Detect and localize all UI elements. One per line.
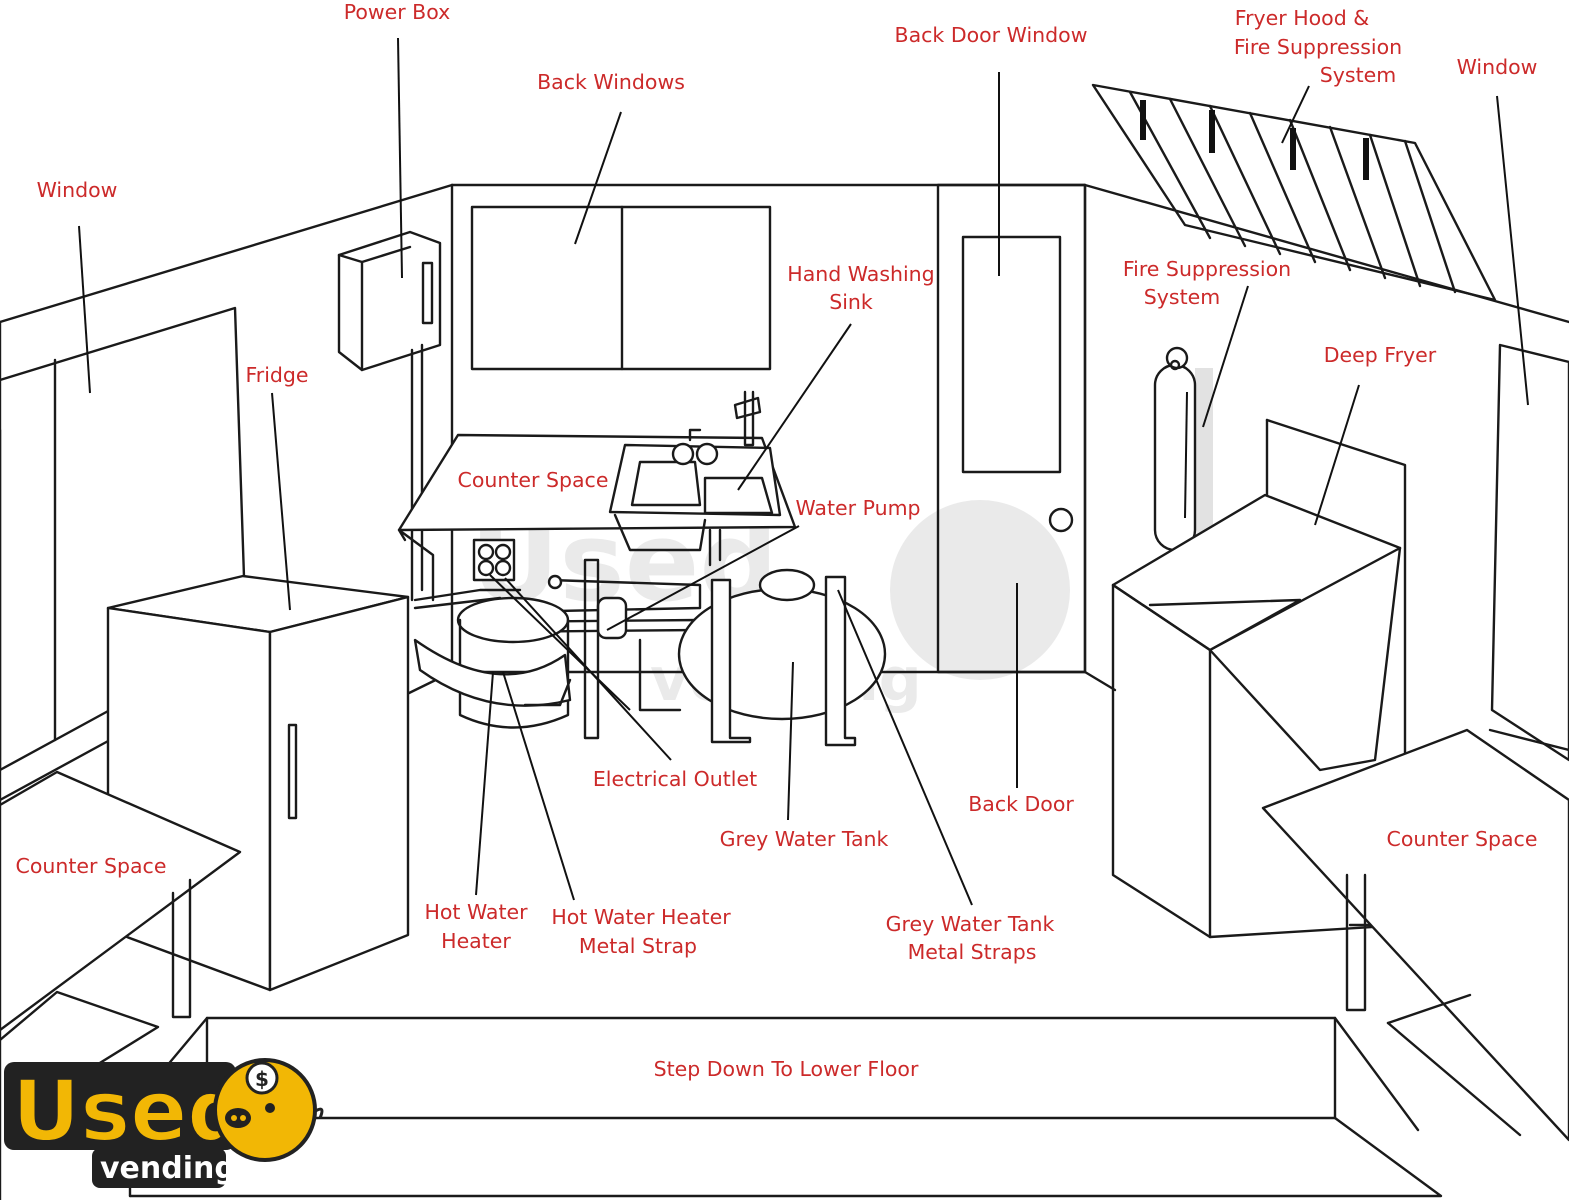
logo-used-text: Used [12,1062,247,1160]
label-counter-space-left: Counter Space [16,854,167,878]
back-windows [470,205,772,371]
fryer-hood-frame [1091,83,1497,302]
label-counter-space-right: Counter Space [1387,827,1538,851]
label-hot-water-heater-strap-line2: Metal Strap [579,934,697,958]
label-window-left: Window [37,178,118,202]
fridge [106,574,410,992]
label-power-box: Power Box [344,0,451,24]
electrical-outlet [472,538,516,582]
label-water-pump: Water Pump [795,496,920,520]
labels: Power Box Back Windows Back Door Window … [16,0,1538,1081]
used-vending-logo: Used vending $ [4,1058,324,1188]
label-fryer-hood-line3: System [1320,63,1396,87]
label-back-door: Back Door [968,792,1074,816]
back-door-frame [936,183,1087,674]
logo-coin-icon [245,1061,279,1095]
watermark-coin [890,500,1070,680]
label-grey-water-tank: Grey Water Tank [720,827,889,851]
door-knob-icon [1048,507,1074,533]
logo-vending-text: vending [100,1151,236,1186]
label-electrical-outlet: Electrical Outlet [593,767,757,791]
label-fire-suppression-line1: Fire Suppression [1123,257,1291,281]
label-hand-washing-sink-line1: Hand Washing [787,262,934,286]
label-deep-fryer: Deep Fryer [1324,343,1437,367]
label-fryer-hood-line1: Fryer Hood & [1235,6,1369,30]
label-fire-suppression-line2: System [1144,285,1220,309]
logo-dollar-icon: $ [255,1067,269,1091]
right-counter [1261,728,1569,1142]
back-counter [397,390,797,602]
back-door [936,183,1087,674]
fire-suppression-tank [1153,346,1213,552]
left-wall-top [0,183,454,324]
label-step-down: Step Down To Lower Floor [654,1057,919,1081]
label-hot-water-heater-line1: Hot Water [424,900,528,924]
label-grey-water-tank-straps-line2: Metal Straps [908,940,1037,964]
label-fryer-hood-line2: Fire Suppression [1234,35,1402,59]
right-window [1490,343,1569,762]
label-hot-water-heater-line2: Heater [441,929,511,953]
fryer-hood [1091,83,1497,302]
step-down [128,1016,1443,1198]
label-back-door-window: Back Door Window [895,23,1088,47]
back-door-window [961,235,1062,474]
label-fridge: Fridge [245,363,308,387]
hot-water-heater [413,596,572,729]
label-hot-water-heater-strap-line1: Hot Water Heater [551,905,731,929]
label-back-windows: Back Windows [537,70,685,94]
power-box [337,230,442,602]
grey-water-tank [677,568,887,747]
label-grey-water-tank-straps-line1: Grey Water Tank [886,912,1055,936]
deep-fryer [1111,418,1407,939]
left-window [0,306,246,772]
leader-lines [78,37,1529,906]
label-hand-washing-sink-line2: Sink [829,290,873,314]
label-counter-space-back: Counter Space [458,468,609,492]
label-window-right: Window [1457,55,1538,79]
